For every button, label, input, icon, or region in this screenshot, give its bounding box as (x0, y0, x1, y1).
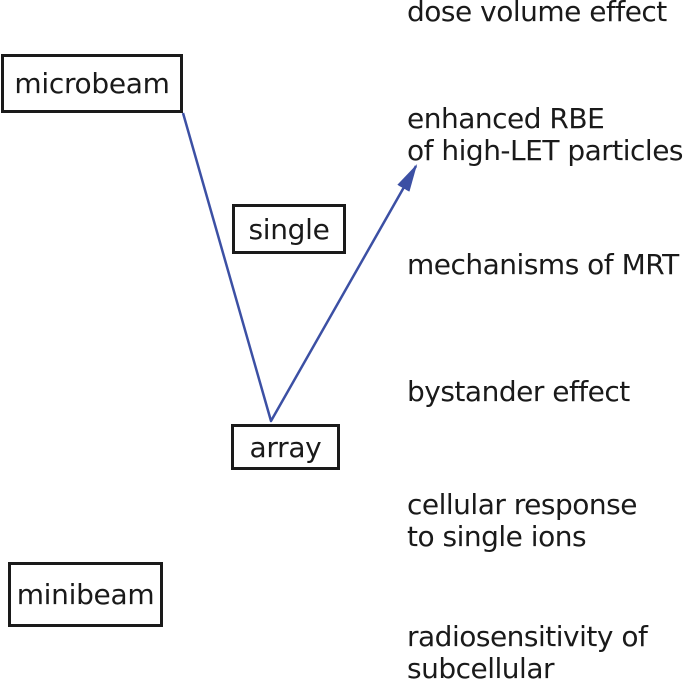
topic-mechanisms-of-mrt: mechanisms of MRT (407, 248, 679, 281)
node-microbeam-label: microbeam (14, 67, 170, 100)
node-single: single (232, 204, 346, 254)
topic-bystander-effect: bystander effect (407, 375, 630, 408)
topic-radiosensitivity: radiosensitivity of subcellular structur… (407, 620, 648, 679)
node-minibeam-label: minibeam (16, 578, 155, 611)
arrow-path (181, 112, 418, 423)
topic-dose-volume-effect: dose volume effect (407, 0, 667, 28)
node-minibeam: minibeam (8, 562, 163, 627)
topic-enhanced-rbe: enhanced RBE of high-LET particles (407, 102, 684, 167)
node-array: array (231, 424, 340, 470)
node-array-label: array (249, 430, 322, 464)
node-microbeam: microbeam (1, 54, 183, 113)
topic-cellular-response: cellular response to single ions (407, 488, 637, 553)
node-single-label: single (248, 212, 330, 246)
